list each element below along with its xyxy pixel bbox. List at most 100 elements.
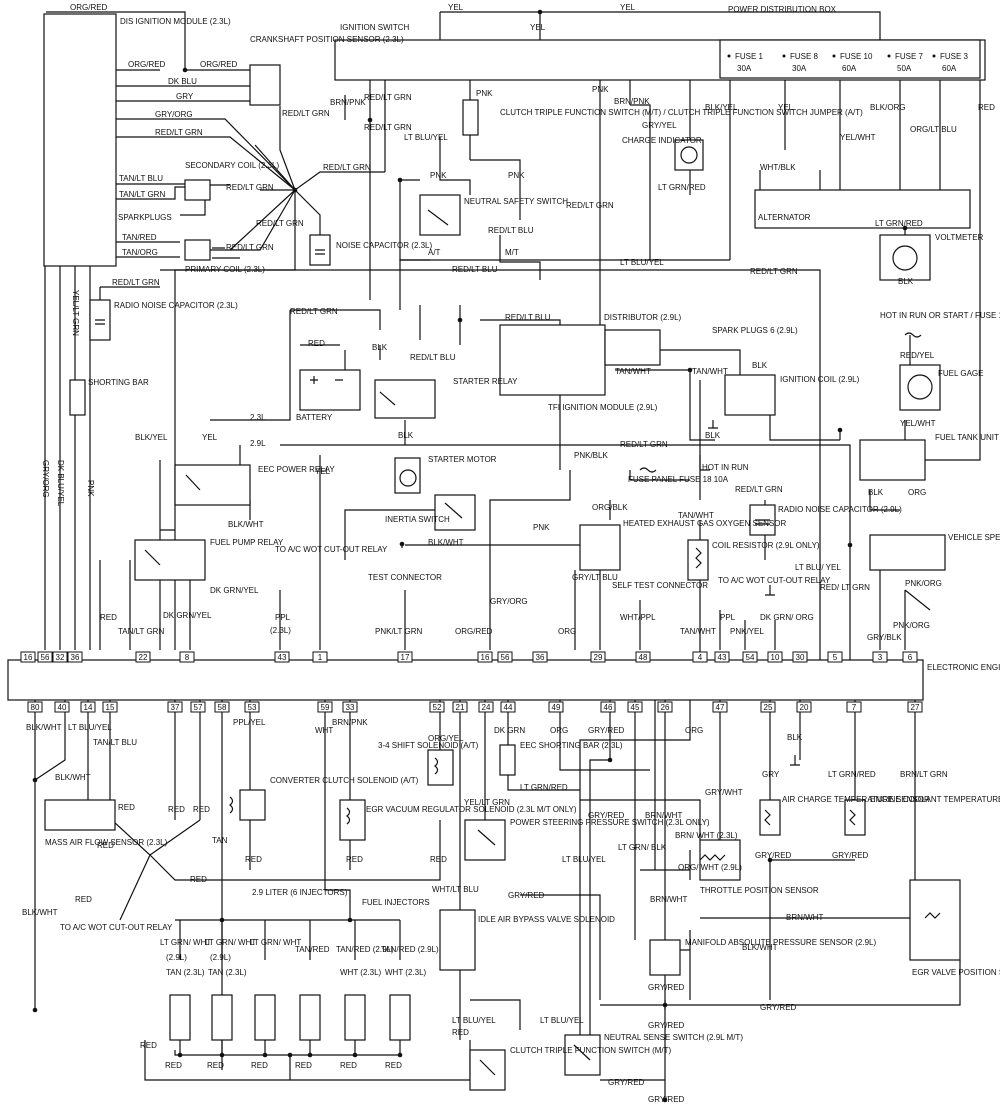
inertia-box: [434, 494, 476, 531]
wire-label: GRY/RED: [760, 1003, 797, 1012]
wire-label: RED/LT BLU: [505, 313, 551, 322]
wire-label: TAN/LT GRN: [118, 627, 164, 636]
wire-label: RED/LT GRN: [226, 183, 274, 192]
dis-module-box: [43, 13, 117, 267]
wire-label: PNK: [508, 171, 525, 180]
wire-label: YEL: [620, 3, 636, 12]
ecm-bottom-pin-15: 15: [102, 701, 118, 713]
fuse-terminal-icon: [932, 54, 936, 58]
wire-label: RED: [346, 855, 363, 864]
wire-label: ORG/YEL: [428, 734, 464, 743]
label-inertia: INERTIA SWITCH: [385, 515, 450, 524]
wire-label: YEL/WHT: [900, 419, 936, 428]
wire-label: BLK/WHT: [26, 723, 62, 732]
ecm-top-pin-6: 6: [902, 651, 918, 663]
label-radio-cap-29: RADIO NOISE CAPACITOR (2.9L): [778, 505, 902, 514]
wire-label: YEL/LT GRN: [464, 798, 510, 807]
pin-number: 20: [800, 703, 809, 712]
wire-label: GRY/LT BLU: [572, 573, 618, 582]
pri-coil-box: [184, 239, 211, 261]
wire-label: LT BLU/ YEL: [795, 563, 841, 572]
label-coil-res: COIL RESISTOR (2.9L ONLY): [712, 541, 820, 550]
fuel-gage-gauge-icon: [907, 374, 933, 400]
eec-relay-box: [174, 464, 251, 506]
label-tfi: TFI IGNITION MODULE (2.9L): [548, 403, 658, 412]
wire-label: GRY/ORG: [490, 597, 528, 606]
label-ac-wot-23: TO A/C WOT CUT-OUT RELAY: [60, 923, 173, 932]
component-boxes: [7, 13, 986, 1091]
fuse-rating: 30A: [792, 64, 807, 73]
ecm-top-pin-36: 36: [67, 651, 83, 663]
wire-label: TAN (2.3L): [166, 968, 205, 977]
ecm-bottom-pin-14: 14: [80, 701, 96, 713]
pin-number: 43: [278, 653, 287, 662]
wire-label: ORG/BLK: [592, 503, 628, 512]
wire-label: RED/LT GRN: [282, 109, 330, 118]
ecm-bottom-pin-59: 59: [317, 701, 333, 713]
wire-label: TAN (2.3L): [208, 968, 247, 977]
wire-label: BRN/ WHT (2.3L): [675, 831, 738, 840]
pin-number: 24: [482, 703, 491, 712]
label-injectors: FUEL INJECTORS: [362, 898, 430, 907]
pdb-box: [719, 39, 981, 79]
pin-number: 33: [346, 703, 355, 712]
wire-label: RED: [308, 339, 325, 348]
wire-label: BLK: [898, 277, 914, 286]
wire-label: YEL: [315, 467, 331, 476]
wire-label: RED: [245, 855, 262, 864]
ecm-top-pin-30: 30: [792, 651, 808, 663]
ecm-top-pin-29: 29: [590, 651, 606, 663]
ecm-bottom-pin-80: 80: [27, 701, 43, 713]
wire-label: TAN/LT BLU: [119, 174, 163, 183]
pin-number: 17: [401, 653, 410, 662]
charge-ind-box: [674, 139, 704, 171]
wire-label: YEL: [448, 3, 464, 12]
wire-label: BRN/PNK: [332, 718, 368, 727]
wire-label: TAN/WHT: [678, 511, 714, 520]
wire-label: RED: [97, 841, 114, 850]
sec-coil-box: [184, 179, 211, 201]
wire-label: BLK/WHT: [228, 520, 264, 529]
wire-label: LT GRN/ WHT: [205, 938, 256, 947]
wire-label: PNK/BLK: [574, 451, 608, 460]
wire-label: GRY/ORG: [155, 110, 193, 119]
wire-label: TAN/RED (2.9L): [336, 945, 394, 954]
wire-label: BLK/WHT: [742, 943, 778, 952]
label-map: MANIFOLD ABSOLUTE PRESSURE SENSOR (2.9L): [685, 938, 876, 947]
label-spark-plugs-29: SPARK PLUGS 6 (2.9L): [712, 326, 798, 335]
wire-label: RED/LT GRN: [256, 219, 304, 228]
pin-number: 3: [878, 653, 883, 662]
ecm-bottom-pin-46: 46: [600, 701, 616, 713]
wire-label: RED/LT BLU: [452, 265, 498, 274]
wire-label: TAN/RED: [122, 233, 157, 242]
ecm-bottom-pin-27: 27: [907, 701, 923, 713]
wire-label: ORG/ WHT (2.9L): [678, 863, 742, 872]
pin-number: 36: [536, 653, 545, 662]
map-box: [649, 939, 681, 976]
wire-label: ORG/RED: [455, 627, 493, 636]
wire-label: GRY/BLK: [867, 633, 902, 642]
label-ecm: ELECTRONIC ENGINE CONTROL MODULE (2.3L,2…: [927, 663, 1000, 672]
injector-4: [299, 994, 321, 1041]
ecm-top-pin-16: 16: [20, 651, 36, 663]
wire-label: BLK: [398, 431, 414, 440]
wire-label: RED/LT GRN: [112, 278, 160, 287]
wire-label: TAN/WHT: [680, 627, 716, 636]
ecm-top-pin-43: 43: [274, 651, 290, 663]
wire-label: GRY: [762, 770, 780, 779]
pin-number: 21: [456, 703, 465, 712]
wire-label: RED/LT GRN: [566, 201, 614, 210]
label-eec-relay: EEC POWER RELAY: [258, 465, 335, 474]
wire-label: ORG: [908, 488, 926, 497]
fuse-name: FUSE 1: [735, 52, 764, 61]
wire-label: WHT: [315, 726, 333, 735]
pin-number: 26: [661, 703, 670, 712]
ecm-bottom-pin-33: 33: [342, 701, 358, 713]
ecm-bottom-pin-52: 52: [429, 701, 445, 713]
wire-label: RED/LT BLU: [410, 353, 456, 362]
wire-label: RED/LT GRN: [290, 307, 338, 316]
wire-label: ORG/RED: [200, 60, 238, 69]
